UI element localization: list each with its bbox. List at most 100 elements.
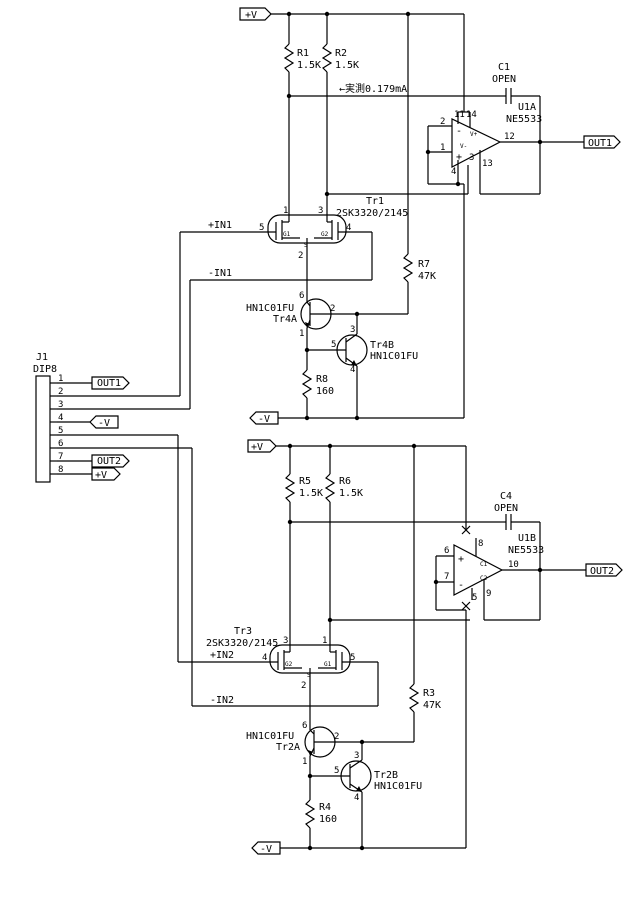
- port-out2-right: OUT2: [585, 563, 623, 577]
- svg-text:5: 5: [472, 593, 477, 603]
- svg-text:NE5533: NE5533: [508, 545, 544, 556]
- port-posv-left: +V: [91, 467, 121, 481]
- svg-text:5: 5: [334, 766, 339, 776]
- svg-text:2: 2: [330, 304, 335, 314]
- svg-text:3: 3: [283, 636, 288, 646]
- svg-text:HN1C01FU: HN1C01FU: [246, 303, 294, 314]
- resistor-r4: R4 160: [304, 776, 337, 848]
- posv-top-label: +V: [239, 7, 272, 21]
- svg-text:Tr2B: Tr2B: [374, 770, 398, 781]
- svg-text:4: 4: [346, 223, 351, 233]
- svg-text:U1B: U1B: [518, 533, 536, 544]
- posv-left-label: +V: [95, 470, 107, 481]
- svg-text:G2: G2: [321, 231, 329, 238]
- svg-text:G1: G1: [283, 231, 291, 238]
- svg-text:1.5K: 1.5K: [297, 60, 321, 71]
- svg-text:3: 3: [469, 153, 474, 163]
- svg-text:C2: C2: [480, 575, 488, 582]
- svg-text:5: 5: [331, 340, 336, 350]
- svg-text:1.5K: 1.5K: [299, 488, 323, 499]
- svg-text:2: 2: [301, 681, 306, 691]
- j1-pin-7: 7: [58, 452, 63, 462]
- svg-text:3: 3: [350, 325, 355, 335]
- svg-text:4: 4: [451, 167, 456, 177]
- port-out1-right: OUT1: [583, 135, 621, 149]
- svg-text:4: 4: [354, 793, 359, 803]
- svg-text:160: 160: [316, 386, 334, 397]
- j1-ref: J1: [36, 352, 48, 363]
- svg-text:1: 1: [283, 206, 288, 216]
- svg-text:11: 11: [454, 110, 465, 120]
- svg-text:+: +: [456, 152, 462, 163]
- svg-text:10: 10: [508, 560, 519, 570]
- svg-text:R4: R4: [319, 802, 331, 813]
- svg-text:R5: R5: [299, 476, 311, 487]
- svg-text:5: 5: [350, 653, 355, 663]
- negv-left-label: -V: [98, 418, 110, 429]
- svg-text:HN1C01FU: HN1C01FU: [374, 781, 422, 792]
- opamp-u1a: U1A NE5533 11 14 2 1 4 3 13 12 -: [425, 102, 584, 418]
- svg-text:C1: C1: [480, 561, 488, 568]
- svg-text:1: 1: [322, 636, 327, 646]
- svg-text:-: -: [456, 126, 462, 137]
- svg-text:R3: R3: [423, 688, 435, 699]
- svg-text:6: 6: [302, 721, 307, 731]
- j1-pin-2: 2: [58, 387, 63, 397]
- svg-text:1: 1: [299, 329, 304, 339]
- opamp-u1b: U1B NE5533 8 6 7 5 9 10 + - C1 C2: [433, 525, 586, 621]
- net-in2-neg: -IN2: [210, 695, 234, 706]
- svg-text:6: 6: [444, 546, 449, 556]
- svg-text:-: -: [458, 580, 464, 591]
- svg-text:9: 9: [486, 589, 491, 599]
- svg-text:1: 1: [302, 757, 307, 767]
- svg-text:G1: G1: [324, 661, 332, 668]
- svg-text:-V: -V: [260, 844, 272, 855]
- jfet-tr3: Tr3 2SK3320/2145 4 3 G2 1 5 G1 S 2: [178, 626, 378, 726]
- svg-text:R1: R1: [297, 48, 309, 59]
- svg-text:4: 4: [350, 365, 355, 375]
- svg-text:HN1C01FU: HN1C01FU: [370, 351, 418, 362]
- svg-text:1.5K: 1.5K: [339, 488, 363, 499]
- svg-text:7: 7: [444, 572, 449, 582]
- svg-text:S: S: [307, 672, 311, 679]
- port-out2-left: OUT2: [91, 454, 130, 468]
- svg-text:V-: V-: [460, 143, 467, 150]
- svg-text:8: 8: [478, 539, 483, 549]
- svg-text:Tr4A: Tr4A: [273, 314, 297, 325]
- capacitor-c1: C1 OPEN: [492, 62, 543, 145]
- svg-text:2: 2: [440, 117, 445, 127]
- resistor-r3: R3 47K: [408, 446, 441, 742]
- transistor-tr4a: 6 1 2 HN1C01FU Tr4A: [246, 291, 408, 350]
- svg-text:HN1C01FU: HN1C01FU: [246, 731, 294, 742]
- connector-j1: J1 DIP8 1 2 3 4 5 6 7 8: [33, 352, 192, 483]
- port-negv-left: -V: [89, 415, 119, 429]
- svg-text:NE5533: NE5533: [506, 114, 542, 125]
- svg-text:OUT2: OUT2: [590, 566, 614, 577]
- svg-text:+V: +V: [245, 10, 257, 21]
- svg-text:R6: R6: [339, 476, 351, 487]
- j1-pin-1: 1: [58, 374, 63, 384]
- svg-text:12: 12: [504, 132, 515, 142]
- current-note: ←実測0.179mA: [339, 82, 407, 95]
- svg-text:R7: R7: [418, 259, 430, 270]
- svg-text:160: 160: [319, 814, 337, 825]
- svg-text:47K: 47K: [423, 700, 441, 711]
- svg-text:Tr1: Tr1: [366, 196, 384, 207]
- svg-text:6: 6: [299, 291, 304, 301]
- svg-text:R2: R2: [335, 48, 347, 59]
- svg-text:U1A: U1A: [518, 102, 536, 113]
- posv-bottom-label: +V: [247, 439, 277, 453]
- svg-text:R8: R8: [316, 374, 328, 385]
- jfet-tr1: Tr1 2SK3320/2145 5 1 G1 3 4 G2 S 2: [180, 196, 408, 292]
- out1-left-label: OUT1: [97, 378, 121, 389]
- svg-text:14: 14: [466, 110, 477, 120]
- net-in1-pos: +IN1: [208, 220, 232, 231]
- svg-text:OPEN: OPEN: [492, 74, 516, 85]
- svg-text:3: 3: [318, 206, 323, 216]
- svg-text:1: 1: [440, 143, 445, 153]
- svg-text:13: 13: [482, 159, 493, 169]
- svg-text:2: 2: [334, 732, 339, 742]
- svg-text:2: 2: [298, 251, 303, 261]
- j1-type: DIP8: [33, 364, 57, 375]
